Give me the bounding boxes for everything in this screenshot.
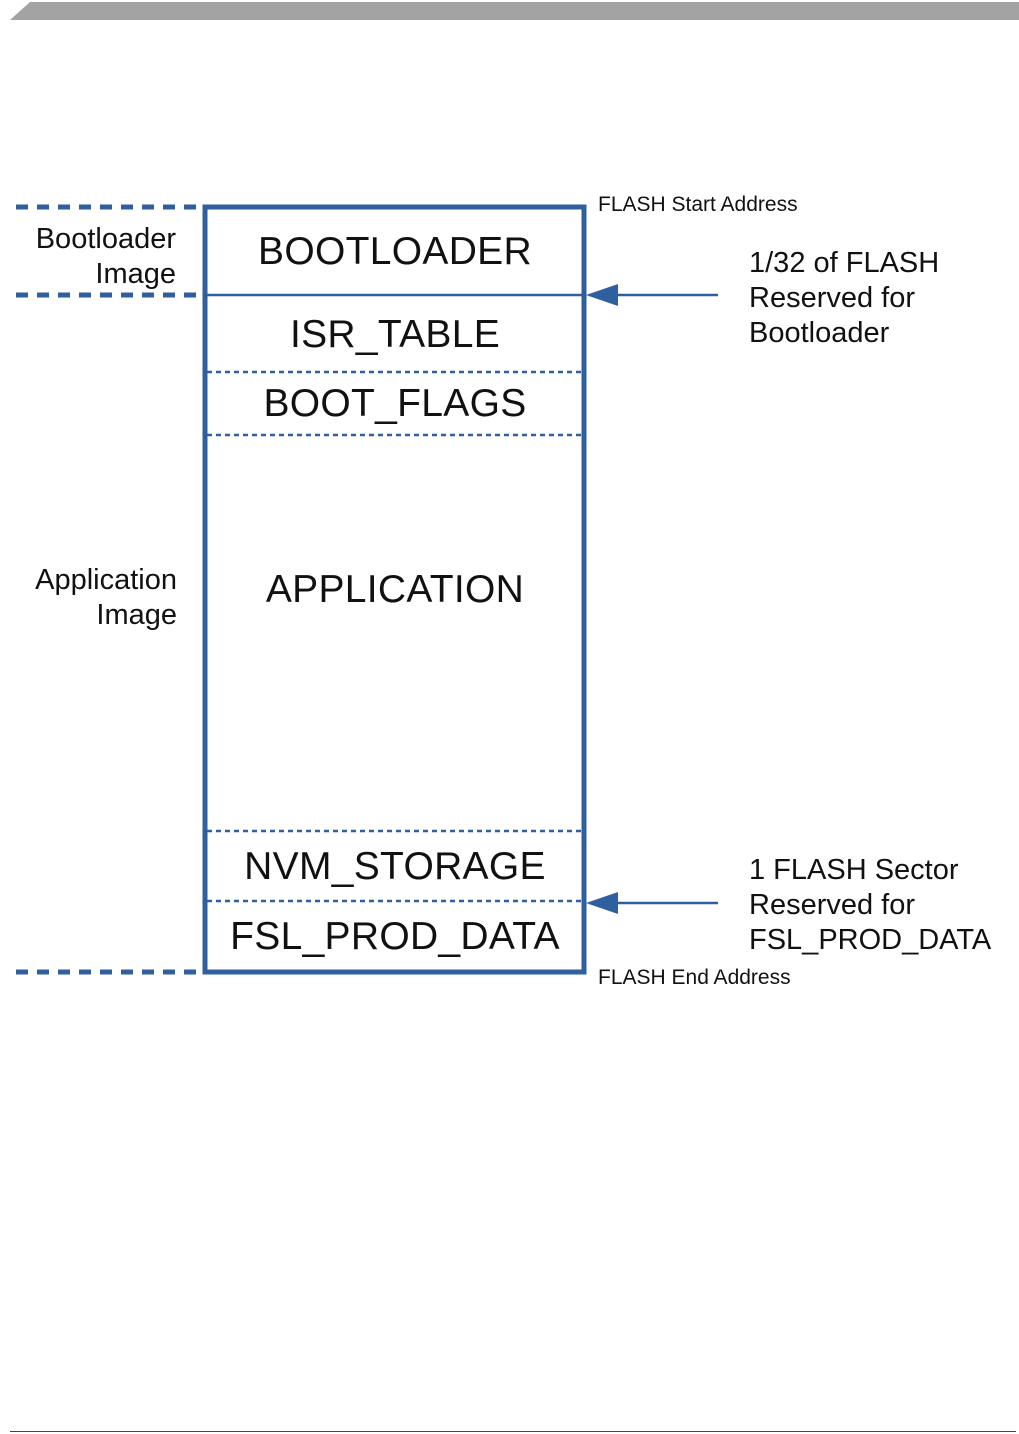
bootloader-image-label-line1: Bootloader	[35, 223, 176, 255]
sector-reserved-note-line3: FSL_PROD_DATA	[749, 924, 992, 956]
bootloader-reserved-note-line1: 1/32 of FLASH	[749, 247, 940, 279]
region-application: APPLICATION	[265, 568, 525, 611]
application-image-label-line1: Application	[35, 564, 177, 596]
flash-end-address: FLASH End Address	[598, 966, 791, 989]
bootloader-reserved-note: 1/32 of FLASH Reserved for Bootloader	[749, 246, 939, 351]
bootloader-image-label-line2: Image	[95, 258, 176, 290]
flash-start-address: FLASH Start Address	[598, 193, 798, 216]
region-fsl-prod-data: FSL_PROD_DATA	[230, 915, 560, 958]
bootloader-image-label: Bootloader Image	[36, 222, 176, 292]
region-isr-table: ISR_TABLE	[289, 313, 501, 356]
bootloader-arrow-head	[586, 284, 618, 306]
region-nvm-storage: NVM_STORAGE	[244, 845, 546, 888]
sector-reserved-note: 1 FLASH Sector Reserved for FSL_PROD_DAT…	[749, 853, 991, 958]
sector-arrow-head	[586, 892, 618, 914]
region-bootloader: BOOTLOADER	[258, 230, 532, 273]
sector-reserved-note-line2: Reserved for	[749, 889, 916, 921]
application-image-label-line2: Image	[96, 599, 177, 631]
bootloader-reserved-note-line2: Reserved for	[749, 282, 916, 314]
footer-rule	[10, 1431, 1016, 1432]
bootloader-reserved-note-line3: Bootloader	[749, 317, 890, 349]
application-image-label: Application Image	[35, 563, 177, 633]
header-banner	[10, 2, 1019, 20]
region-boot-flags: BOOT_FLAGS	[263, 381, 527, 425]
sector-reserved-note-line1: 1 FLASH Sector	[749, 854, 959, 886]
flash-frame	[202, 204, 587, 975]
